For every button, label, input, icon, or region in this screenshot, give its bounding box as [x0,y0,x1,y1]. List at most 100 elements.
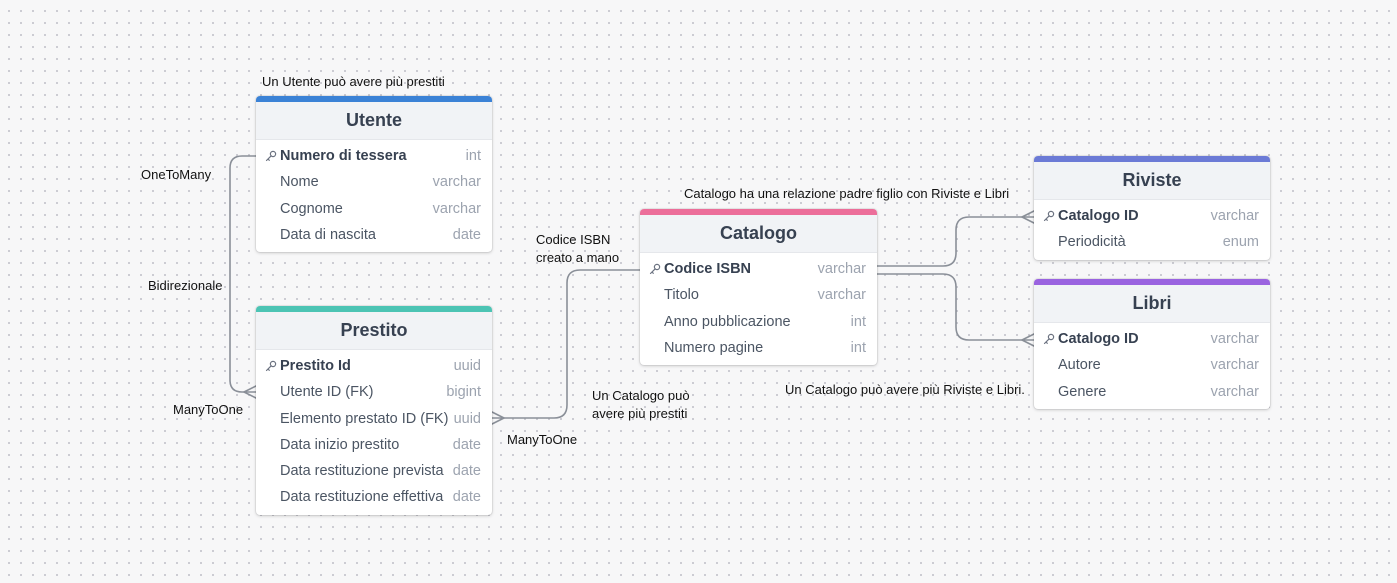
column-name: Data restituzione effettiva [280,489,444,506]
table-row[interactable]: Elemento prestato ID (FK)uuid [256,405,492,432]
column-name: Titolo [664,287,699,304]
note-padre-figlio[interactable]: Catalogo ha una relazione padre figlio c… [684,186,1010,201]
column-name: Numero di tessera [280,148,407,164]
column-name: Prestito Id [280,358,351,374]
table-title: Libri [1034,285,1270,323]
column-type: int [846,334,866,362]
column-type: date [448,458,481,485]
table-accent [1034,279,1270,285]
column-name: Genere [1058,383,1107,400]
column-name: Utente ID (FK) [280,384,374,401]
column-type: uuid [449,353,481,380]
key-icon [265,353,279,379]
note-many-to-one-mid[interactable]: ManyToOne [507,432,578,447]
note-many-to-one-left[interactable]: ManyToOne [173,402,244,417]
table-row[interactable]: Codice ISBN varchar [640,256,877,283]
table-title: Riviste [1034,162,1270,200]
table-row[interactable]: Genere varchar [1034,378,1270,405]
column-type: bigint [442,379,481,406]
column-type: varchar [1206,352,1259,379]
table-row[interactable]: Anno pubblicazione int [640,308,877,335]
note-bidirezionale[interactable]: Bidirezionale [148,278,223,293]
column-name: Nome [280,174,319,191]
table-row[interactable]: Autore varchar [1034,352,1270,379]
key-icon [1043,203,1057,229]
table-row[interactable]: Data inizio prestito date [256,431,492,459]
table-title: Catalogo [640,215,877,253]
table-title: Prestito [256,312,492,350]
column-type: varchar [1206,203,1259,230]
column-name: Numero pagine [664,339,764,356]
crowfoot-prestito-catalogo [491,411,505,425]
table-row[interactable]: Prestito Id uuid [256,353,492,380]
edge-catalogo-riviste[interactable] [876,216,1035,267]
table-row[interactable]: Catalogo ID varchar [1034,203,1270,230]
column-type: varchar [428,169,481,196]
table-row[interactable]: Periodicità enum [1034,229,1270,256]
table-row[interactable]: Data di nascita date [256,221,492,249]
key-icon [1043,326,1057,352]
column-type: varchar [1206,378,1259,405]
edge-catalogo-libri[interactable] [876,273,1035,341]
key-icon [265,143,279,169]
column-type: varchar [428,195,481,222]
column-name: Catalogo ID [1058,331,1139,347]
column-name: Cognome [280,200,343,217]
column-name: Periodicità [1058,234,1126,251]
note-catalogo-prestiti-line2[interactable]: avere più prestiti [592,406,688,421]
table-accent [640,209,877,215]
note-catalogo-prestiti-line1[interactable]: Un Catalogo può [592,388,690,403]
edge-utente-prestito[interactable] [229,155,257,393]
crowfoot-libri [1021,333,1035,347]
table-row[interactable]: Utente ID (FK) bigint [256,379,492,406]
column-type: uuid [449,405,481,432]
column-name: Data inizio prestito [280,436,400,453]
column-type: date [448,484,481,511]
table-accent [256,96,492,102]
column-name: Data di nascita [280,226,376,243]
column-type: enum [1218,229,1259,256]
table-row[interactable]: Catalogo ID varchar [1034,326,1270,353]
column-type: varchar [813,256,866,283]
column-name: Catalogo ID [1058,208,1139,224]
table-accent [1034,156,1270,162]
note-catalogo-riviste-libri[interactable]: Un Catalogo può avere più Riviste e Libr… [785,382,1025,397]
column-type: varchar [1206,326,1259,353]
table-row[interactable]: Cognome varchar [256,195,492,222]
column-name: Autore [1058,357,1101,374]
key-icon [649,256,663,282]
column-type: int [846,308,866,335]
crowfoot-riviste [1021,210,1035,224]
note-codice-isbn-line1[interactable]: Codice ISBN [536,232,611,247]
table-row[interactable]: Numero di tessera int [256,143,492,170]
column-name: Codice ISBN [664,261,752,277]
note-codice-isbn-line2[interactable]: creato a mano [536,250,620,265]
column-name: Anno pubblicazione [664,313,791,330]
note-one-to-many[interactable]: OneToMany [141,167,212,182]
column-name: Elemento prestato ID (FK) [280,410,448,427]
table-accent [256,306,492,312]
note-utente-prestiti[interactable]: Un Utente può avere più prestiti [262,74,445,89]
column-type: date [448,221,481,249]
column-type: date [448,431,481,459]
crowfoot-prestito-utente [243,385,257,399]
column-name: Data restituzione prevista [280,463,444,480]
table-row[interactable]: Titolo varchar [640,282,877,309]
table-row[interactable]: Nome varchar [256,169,492,196]
table-row[interactable]: Numero pagine int [640,334,877,362]
column-type: int [461,143,481,170]
table-title: Utente [256,102,492,140]
column-type: varchar [813,282,866,309]
